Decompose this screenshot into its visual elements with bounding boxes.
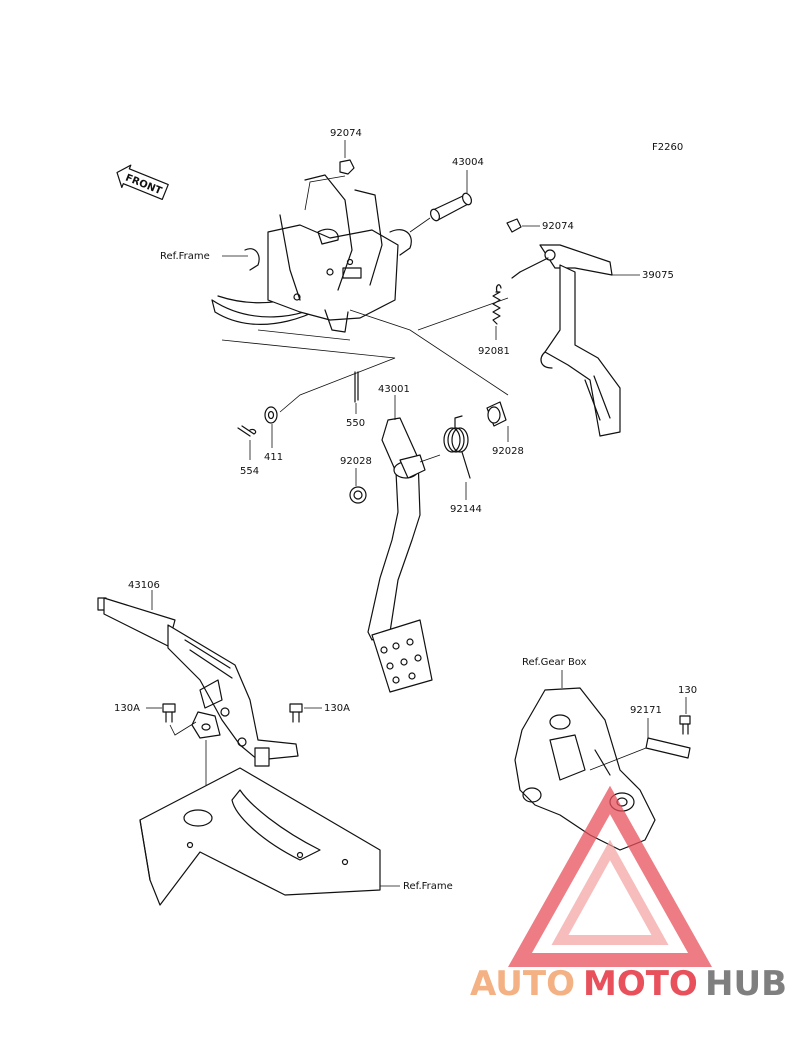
label-92028-left: 92028: [340, 456, 372, 467]
label-43106: 43106: [128, 580, 160, 591]
cotter-pin-550: [354, 371, 359, 403]
brake-pedal-43001: [367, 417, 433, 693]
pedal-bracket: [211, 174, 412, 333]
label-130a-left: 130A: [114, 703, 140, 714]
bushing-92028-right: [486, 401, 507, 427]
label-92081: 92081: [478, 346, 510, 357]
nut-92074-right: [506, 218, 522, 233]
watermark-moto: MOTO: [583, 964, 698, 1004]
label-130: 130: [678, 685, 697, 696]
clip-554: [237, 425, 257, 437]
label-411: 411: [264, 452, 283, 463]
label-92171: 92171: [630, 705, 662, 716]
spring-92081: [492, 284, 502, 325]
label-ref-gear-box: Ref.Gear Box: [522, 657, 587, 668]
nut-92074-top: [339, 159, 355, 175]
label-ref-frame-bottom: Ref.Frame: [403, 881, 453, 892]
automotohub-logo: AUTO MOTO HUB: [470, 785, 787, 1004]
spring-92144: [443, 415, 471, 479]
parking-brake-lever-43106: [97, 597, 299, 767]
accelerator-pedal-39075: [511, 244, 621, 437]
bushing-92028-left: [349, 486, 367, 504]
bolt-130a-right: [289, 703, 303, 723]
label-43001: 43001: [378, 384, 410, 395]
plate-92171: [645, 737, 691, 759]
frame-bottom: [139, 767, 381, 906]
label-43004: 43004: [452, 157, 484, 168]
label-ref-frame-top: Ref.Frame: [160, 251, 210, 262]
label-550: 550: [346, 418, 365, 429]
label-130a-right: 130A: [324, 703, 350, 714]
label-39075: 39075: [642, 270, 674, 281]
washer-411: [264, 406, 278, 424]
watermark-auto: AUTO: [470, 964, 575, 1004]
label-92074-right: 92074: [542, 221, 574, 232]
bolt-130a-left: [162, 703, 176, 723]
label-554: 554: [240, 466, 259, 477]
label-92074-top: 92074: [330, 128, 362, 139]
pin-43004: [429, 192, 473, 222]
figure-code: F2260: [652, 142, 683, 153]
watermark-hub: HUB: [705, 964, 787, 1004]
label-92028-right: 92028: [492, 446, 524, 457]
bolt-130: [679, 715, 691, 735]
label-92144: 92144: [450, 504, 482, 515]
front-arrow-icon: FRONT: [116, 164, 169, 201]
